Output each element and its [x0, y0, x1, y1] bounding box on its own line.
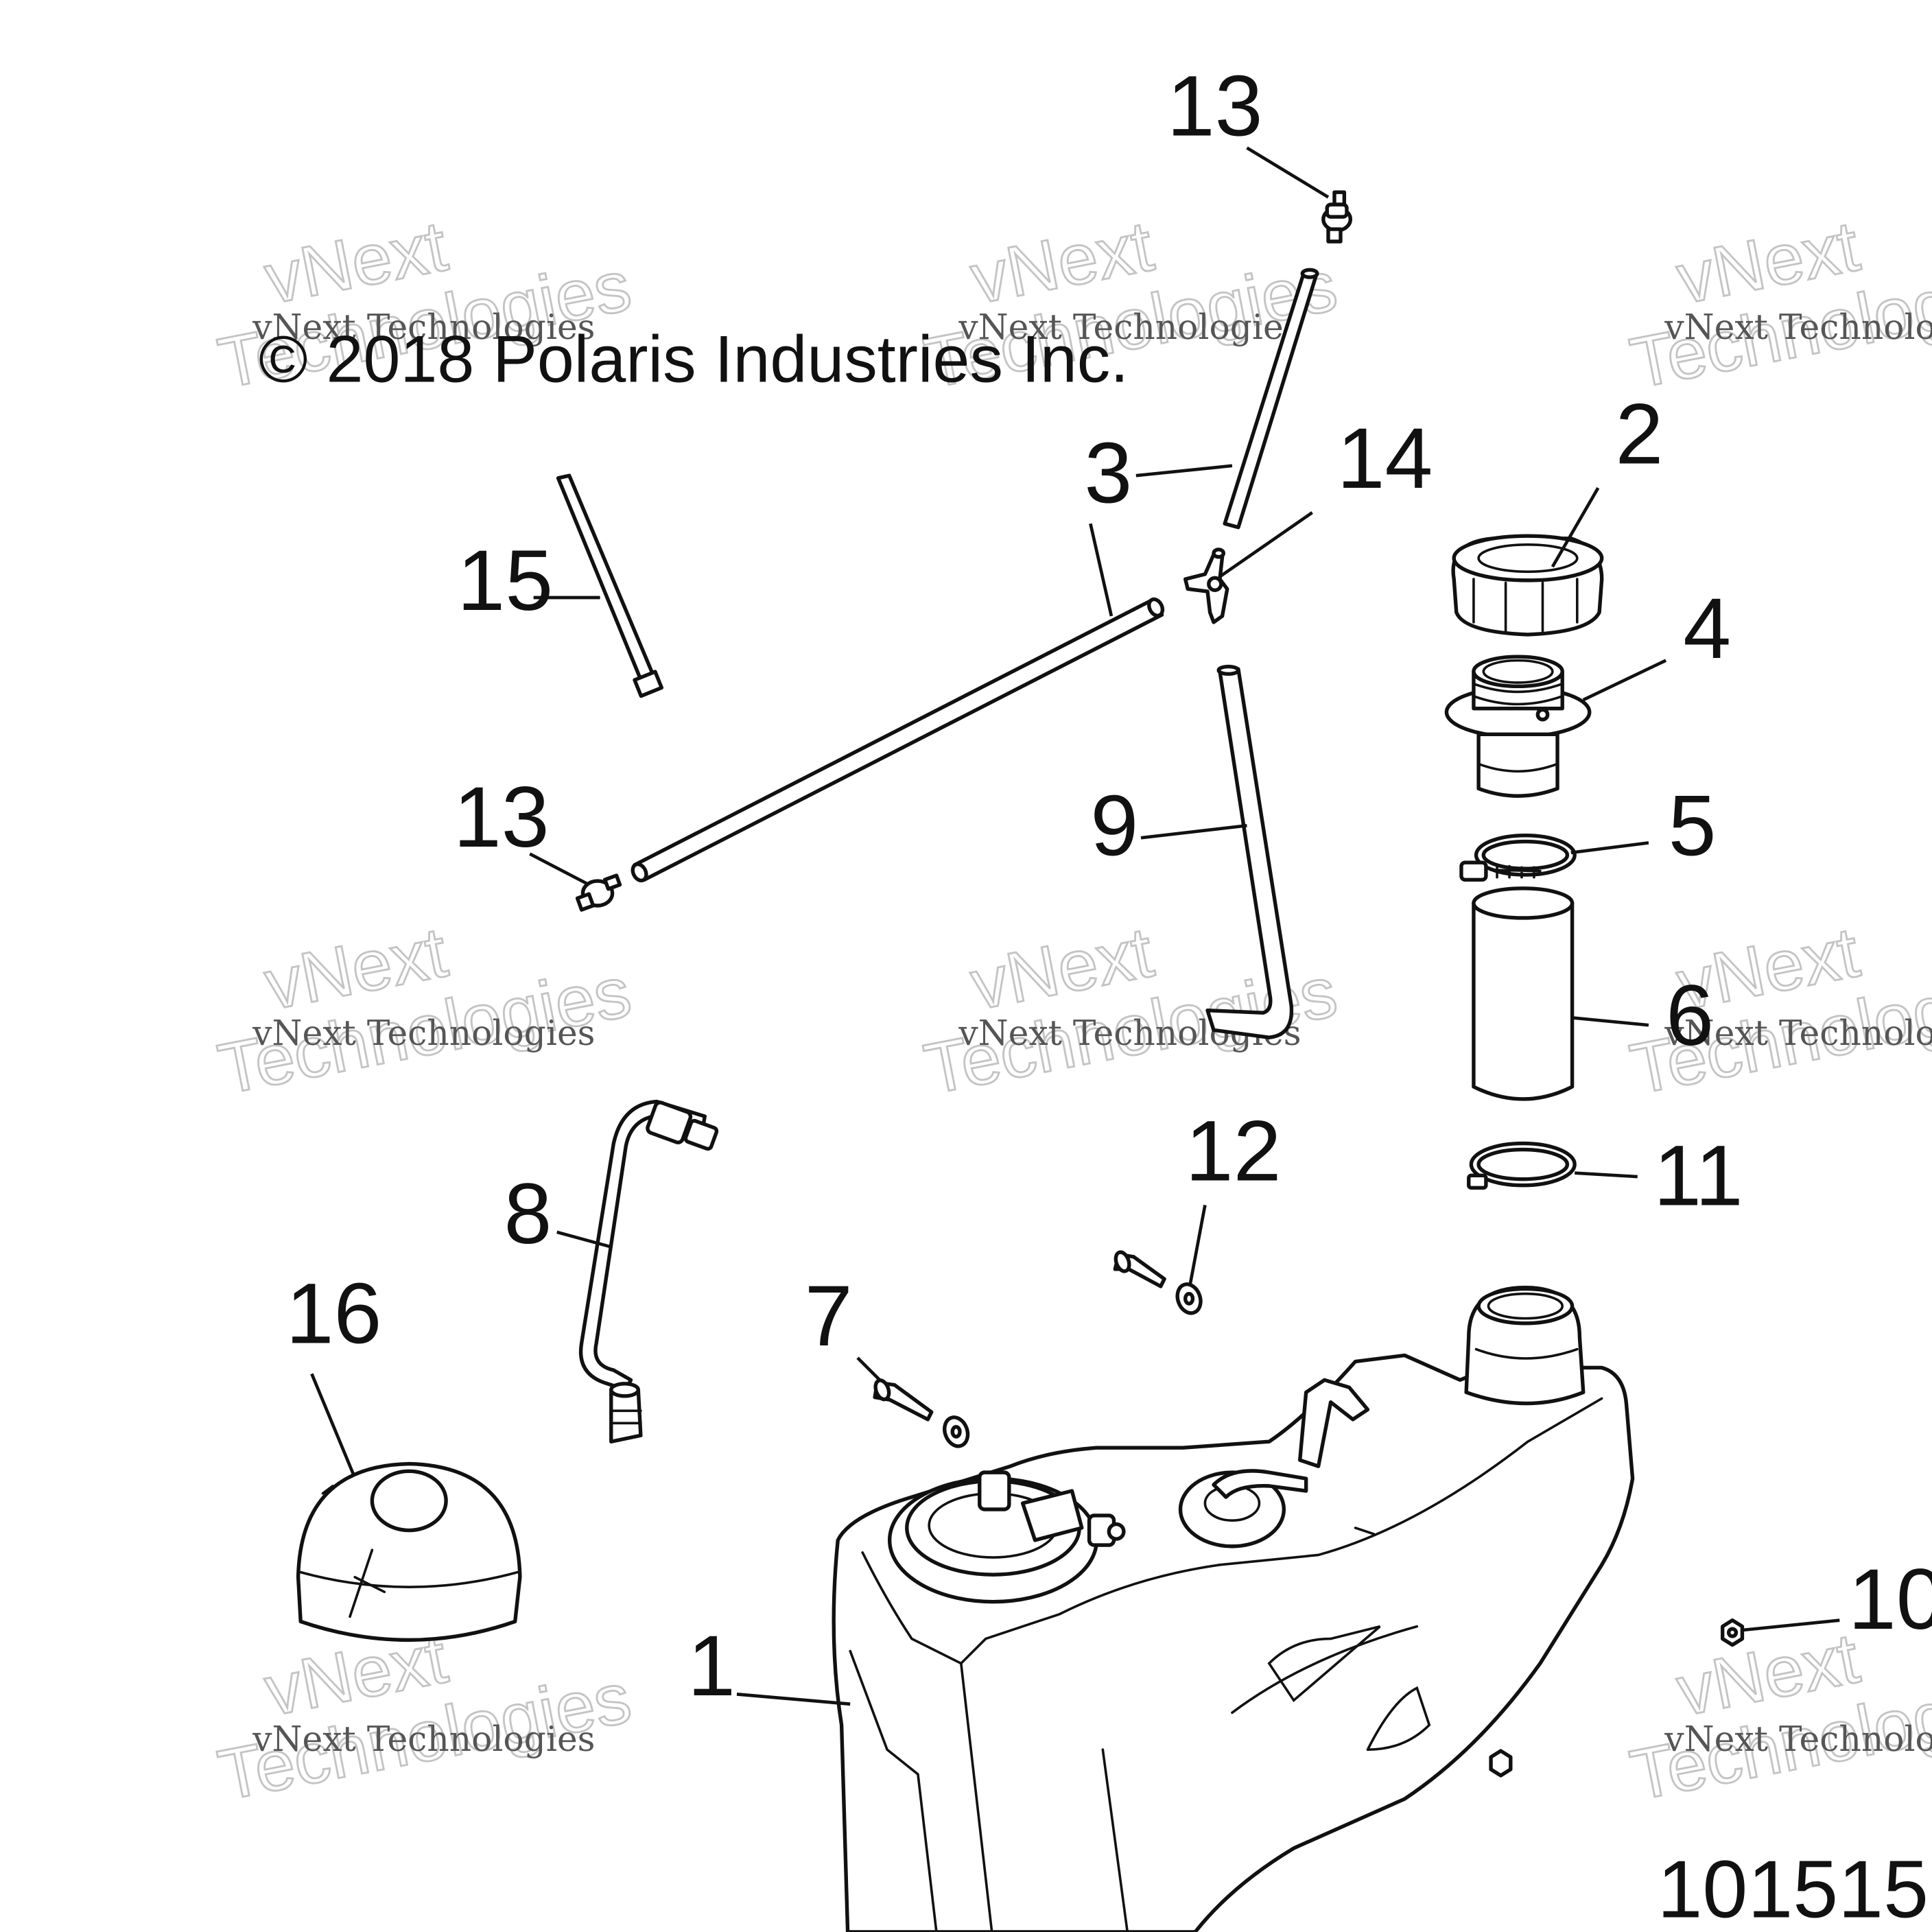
callout-13-top: 13 — [1167, 58, 1263, 154]
leader-lines — [310, 146, 1840, 1706]
callout-7: 7 — [805, 1267, 853, 1364]
watermark-top-right: vNext Technologies vNext Technologies — [1623, 205, 1932, 404]
callout-5: 5 — [1669, 777, 1717, 873]
part-10-nut — [1721, 1618, 1745, 1647]
callout-3: 3 — [1084, 425, 1132, 521]
watermark-mid-left: vNext Technologies vNext Technologies — [211, 911, 638, 1110]
callout-12: 12 — [1186, 1102, 1282, 1199]
callout-9: 9 — [1090, 777, 1138, 873]
watermark-line1: vNext Technologies — [1664, 307, 1932, 347]
watermark-line1: vNext Technologies — [1664, 1719, 1932, 1759]
callout-10: 10 — [1848, 1551, 1932, 1647]
callout-8: 8 — [504, 1165, 552, 1262]
part-6-hose-sleeve — [1472, 886, 1575, 1101]
part-12-bolt-washer — [1113, 1250, 1203, 1315]
part-7-bolt-washer — [873, 1378, 970, 1448]
part-8-fuel-line — [578, 1099, 719, 1444]
part-15-strap — [556, 473, 664, 698]
watermark-mid-right: vNext Technologies vNext Technologies — [1623, 911, 1932, 1110]
callout-14: 14 — [1337, 410, 1433, 506]
part-13-check-valve-bottom — [575, 873, 622, 912]
part-11-clamp — [1467, 1141, 1577, 1190]
part-5-hose-clamp — [1459, 833, 1577, 882]
part-13-check-valve-top — [1321, 190, 1353, 244]
part-16-foam-dome — [296, 1461, 522, 1642]
watermark-line1: vNext Technologies — [958, 307, 1301, 347]
watermark-line1: vNext Technologies — [252, 1013, 595, 1053]
watermark-line1: vNext Technologies — [252, 307, 595, 347]
callout-16: 16 — [286, 1265, 382, 1362]
watermark-line1: vNext Technologies — [252, 1719, 595, 1759]
part-14-tee-fitting — [1183, 547, 1229, 624]
callout-13-bottom: 13 — [453, 768, 550, 865]
callout-11: 11 — [1653, 1127, 1743, 1223]
callout-15: 15 — [457, 532, 553, 628]
part-10-nut-lower — [1489, 1749, 1513, 1778]
part-2-fuel-cap — [1451, 534, 1604, 637]
callout-2: 2 — [1615, 385, 1663, 482]
part-4-filler-neck — [1444, 655, 1592, 798]
watermark-line1: vNext Technologies — [1664, 1013, 1932, 1053]
callout-labels: 13 3 14 2 15 4 13 9 5 6 12 11 8 16 7 10 … — [286, 58, 1932, 1715]
callout-6: 6 — [1666, 967, 1714, 1063]
part-9-bent-hose — [1205, 664, 1294, 1039]
part-3-vent-tube-upper — [1223, 268, 1319, 530]
callout-1: 1 — [687, 1617, 735, 1714]
part-3-vent-tube-long — [631, 597, 1165, 883]
copyright-notice: © 2018 Polaris Industries Inc. — [259, 322, 1129, 397]
callout-4: 4 — [1683, 580, 1731, 676]
part-1-fuel-tank — [832, 1286, 1635, 1932]
figure-number: 101515 — [1658, 1844, 1929, 1932]
